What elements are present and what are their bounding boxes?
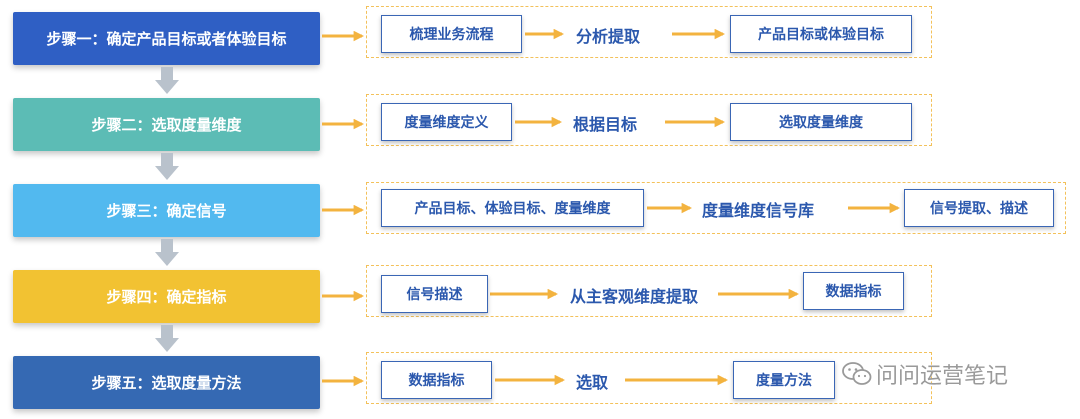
flow-panel-1 — [366, 6, 932, 58]
flow-4-target-box: 数据指标 — [803, 272, 904, 310]
step-2-label: 步骤二：选取度量维度 — [91, 116, 242, 134]
flow-4-process-label: 从主客观维度提取 — [570, 287, 699, 306]
down-arrow-icon — [155, 67, 179, 94]
watermark-text: 问问运营笔记 — [876, 364, 1009, 389]
step-2-block: 步骤二：选取度量维度 — [13, 98, 320, 151]
flow-2-source-label: 度量维度定义 — [404, 115, 489, 131]
flow-3-target-box: 信号提取、描述 — [904, 189, 1054, 227]
down-arrow-icon — [155, 239, 179, 266]
flow-panel-4 — [366, 265, 932, 317]
flow-1-target-label: 产品目标或体验目标 — [758, 27, 884, 43]
flow-3-source-label: 产品目标、体验目标、度量维度 — [414, 201, 611, 217]
flow-1-source-label: 梳理业务流程 — [409, 27, 494, 43]
flow-1-source-box: 梳理业务流程 — [381, 15, 522, 53]
step-3-block: 步骤三：确定信号 — [13, 184, 320, 237]
step-4-block: 步骤四：确定指标 — [13, 270, 320, 323]
watermark: 问问运营笔记 — [842, 358, 1008, 390]
flow-3-target-label: 信号提取、描述 — [930, 201, 1028, 217]
flow-3-process-label: 度量维度信号库 — [702, 201, 815, 220]
flow-1-target-box: 产品目标或体验目标 — [730, 15, 912, 53]
flow-5-source-box: 数据指标 — [381, 361, 492, 399]
flow-5-process-label: 选取 — [576, 373, 609, 392]
flow-panel-5 — [366, 352, 932, 404]
step-5-label: 步骤五：选取度量方法 — [91, 374, 242, 392]
flow-4-source-box: 信号描述 — [381, 275, 488, 313]
step-1-label: 步骤一：确定产品目标或者体验目标 — [46, 30, 287, 48]
flow-4-source-label: 信号描述 — [406, 287, 463, 303]
wechat-icon — [842, 362, 872, 385]
flow-1-process-label: 分析提取 — [576, 27, 641, 46]
down-arrow-icon — [155, 153, 179, 180]
flow-5-target-label: 度量方法 — [756, 373, 812, 389]
flow-2-target-box: 选取度量维度 — [730, 103, 912, 141]
step-3-label: 步骤三：确定信号 — [106, 202, 227, 220]
flow-panel-2 — [366, 94, 932, 146]
flow-4-target-label: 数据指标 — [825, 284, 882, 300]
flow-5-target-box: 度量方法 — [733, 361, 835, 399]
flow-2-target-label: 选取度量维度 — [779, 115, 863, 131]
flow-2-process-label: 根据目标 — [573, 115, 638, 134]
step-1-block: 步骤一：确定产品目标或者体验目标 — [13, 12, 320, 65]
flow-panel-3 — [366, 182, 1066, 234]
flow-2-source-box: 度量维度定义 — [381, 103, 512, 141]
down-arrow-icon — [155, 325, 179, 352]
step-5-block: 步骤五：选取度量方法 — [13, 356, 320, 409]
step-4-label: 步骤四：确定指标 — [106, 288, 227, 306]
flow-5-source-label: 数据指标 — [408, 373, 465, 389]
flow-3-source-box: 产品目标、体验目标、度量维度 — [381, 189, 644, 227]
